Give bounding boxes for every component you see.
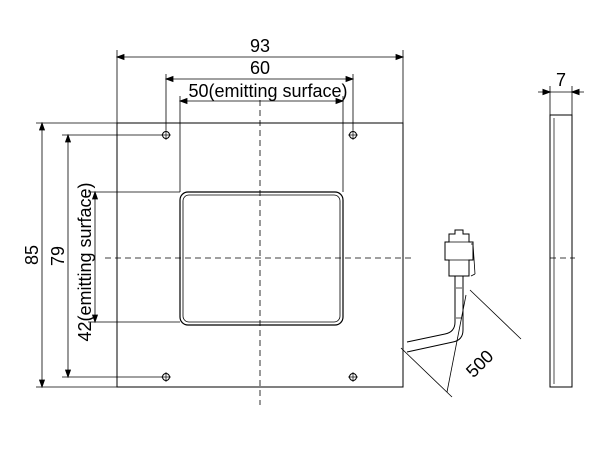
mounting-hole-top-right [348,130,358,140]
emitting-surface-outer [179,191,344,326]
dimension-50 [178,96,345,192]
side-profile [549,114,573,388]
height-label: 85 [22,245,42,265]
connector [444,229,474,277]
emitting-width-label: 50(emitting surface) [188,81,347,101]
dimension-85 [36,121,117,389]
side-view [538,86,584,388]
thickness-label: 7 [556,70,566,90]
hole-vspacing-label: 79 [48,246,68,266]
hole-spacing-label: 60 [250,58,270,78]
cable [406,276,464,353]
mounting-hole-bottom-right [348,372,358,382]
dimension-60 [164,74,355,130]
mounting-hole-bottom-left [161,372,171,382]
dimension-79 [62,133,162,379]
width-label: 93 [250,36,270,56]
dimension-93 [115,50,405,123]
cable-assembly [400,229,522,398]
emitting-height-label: 42(emitting surface) [75,182,95,341]
emitting-surface-inner [182,194,341,323]
mounting-hole-top-left [161,130,171,140]
front-view [105,100,415,405]
dimension-42 [88,190,180,324]
cable-length-label: 500 [462,346,497,381]
